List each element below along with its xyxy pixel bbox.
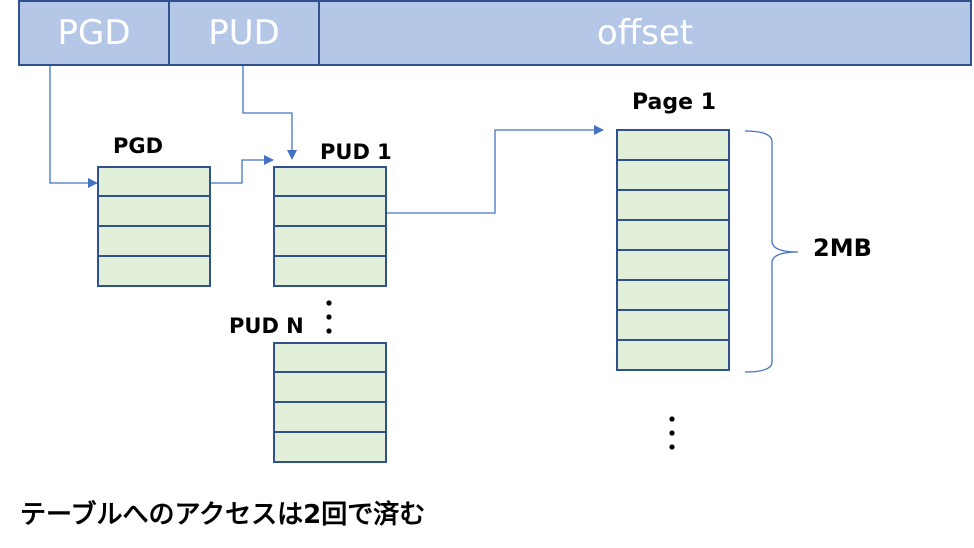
address-field-offset: offset [596, 13, 694, 53]
table-row [97, 227, 211, 257]
table-row [97, 166, 211, 197]
vertical-ellipsis-pages [669, 416, 675, 450]
arrow-pgd-field-to-pgd-table [49, 66, 98, 188]
address-field-pud: PUD [170, 2, 320, 64]
address-field-pgd: PGD [20, 2, 170, 64]
table-row [616, 221, 730, 251]
page-size-brace [744, 130, 799, 373]
table-row [273, 403, 387, 433]
table-row [97, 197, 211, 227]
page1-table [616, 129, 730, 371]
table-row [616, 251, 730, 281]
pgd-table [97, 166, 211, 287]
table-row [616, 311, 730, 341]
table-row [273, 433, 387, 463]
pudn-table-label: PUD N [229, 314, 304, 338]
pud1-table [273, 166, 387, 287]
table-row [273, 373, 387, 403]
page1-table-label: Page 1 [632, 90, 717, 115]
vertical-ellipsis-pud [326, 300, 332, 334]
pud1-table-label: PUD 1 [320, 140, 392, 164]
pudn-table [273, 342, 387, 463]
table-row [273, 197, 387, 227]
arrow-pud-field-to-pud1 [242, 66, 297, 160]
table-row [616, 161, 730, 191]
table-row [273, 166, 387, 197]
table-row [616, 341, 730, 371]
table-row [97, 257, 211, 287]
page-size-label: 2MB [813, 234, 872, 262]
table-row [616, 281, 730, 311]
pgd-table-label: PGD [113, 134, 164, 158]
table-row [273, 342, 387, 373]
table-row [273, 227, 387, 257]
arrow-pgd-entry-to-pud1 [210, 155, 274, 184]
arrow-pud1-entry-to-page1 [386, 125, 604, 214]
table-row [616, 129, 730, 161]
diagram-caption: テーブルへのアクセスは2回で済む [20, 500, 426, 530]
table-row [616, 191, 730, 221]
virtual-address-format: PGD PUD offset [18, 0, 972, 66]
table-row [273, 257, 387, 287]
